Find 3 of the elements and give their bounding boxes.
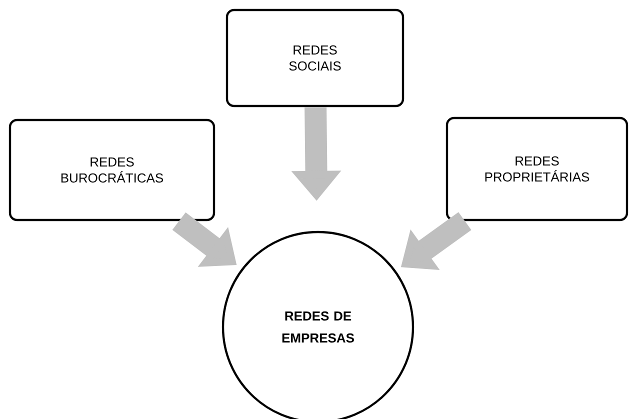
rounded-box: REDES SOCIAIS — [226, 8, 404, 108]
rounded-box: REDES BUROCRÁTICAS — [8, 118, 216, 222]
rounded-box: REDES PROPRIETÁRIAS — [446, 116, 628, 222]
